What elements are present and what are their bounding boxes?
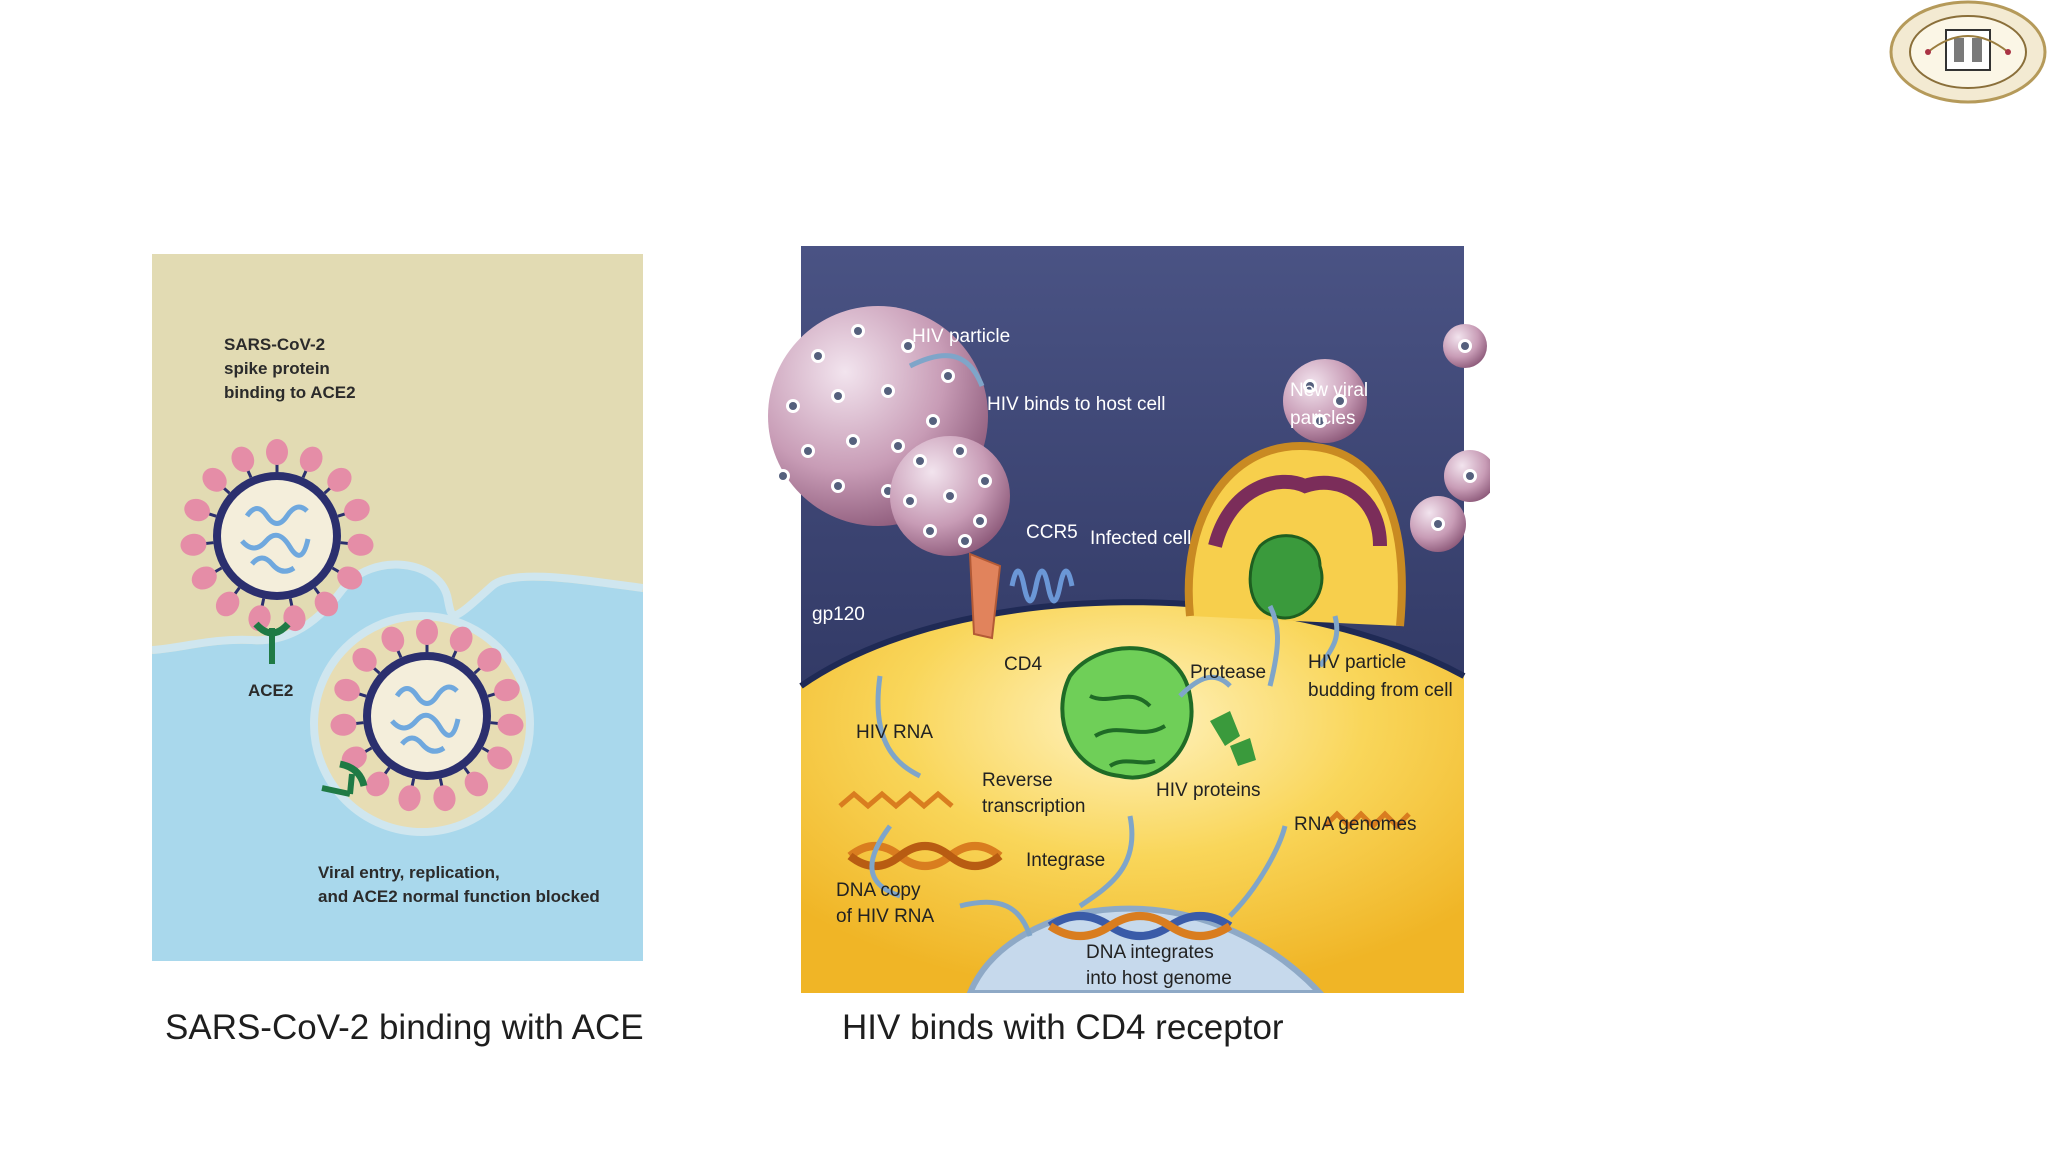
label-hiv-binds: HIV binds to host cell — [987, 394, 1165, 415]
label-dna-copy-2: of HIV RNA — [836, 906, 935, 927]
label-hiv-proteins: HIV proteins — [1156, 780, 1261, 801]
label-gp120: gp120 — [812, 604, 865, 625]
hiv-lifecycle-figure: HIV particle HIV binds to host cell New … — [760, 246, 1490, 993]
label-new-viral-2: paricles — [1290, 408, 1355, 429]
label-protease: Protease — [1190, 662, 1266, 683]
sars-title-line3: binding to ACE2 — [224, 383, 356, 402]
caption-hiv: HIV binds with CD4 receptor — [842, 1008, 1284, 1047]
label-ccr5: CCR5 — [1026, 522, 1078, 543]
label-cd4: CD4 — [1004, 654, 1042, 675]
college-seal-logo — [1889, 0, 2047, 104]
label-reverse-2: transcription — [982, 796, 1086, 817]
sars-bottom-line1: Viral entry, replication, — [318, 863, 500, 882]
label-dna-integrates-1: DNA integrates — [1086, 942, 1214, 963]
sars-title-line2: spike protein — [224, 359, 330, 378]
label-budding-1: HIV particle — [1308, 652, 1406, 673]
ace2-label: ACE2 — [248, 681, 293, 700]
ace2-receptor — [253, 621, 291, 664]
label-infected-cell: Infected cell — [1090, 528, 1191, 549]
sars-bottom-line2: and ACE2 normal function blocked — [318, 887, 600, 906]
label-hiv-rna: HIV RNA — [856, 722, 933, 743]
label-integrase: Integrase — [1026, 850, 1105, 871]
label-new-viral-1: New viral — [1290, 380, 1368, 401]
sars-cov-2-figure: SARS-CoV-2 spike protein binding to ACE2… — [152, 254, 643, 961]
ace2-receptor-internalized — [321, 760, 368, 797]
label-hiv-particle: HIV particle — [912, 326, 1010, 347]
label-budding-2: budding from cell — [1308, 680, 1453, 701]
sars-title-line1: SARS-CoV-2 — [224, 335, 325, 354]
label-dna-copy-1: DNA copy — [836, 880, 921, 901]
caption-sars-cov-2: SARS-CoV-2 binding with ACE — [165, 1008, 644, 1047]
label-rna-genomes: RNA genomes — [1294, 814, 1417, 835]
label-dna-integrates-2: into host genome — [1086, 968, 1232, 989]
label-reverse-1: Reverse — [982, 770, 1053, 791]
